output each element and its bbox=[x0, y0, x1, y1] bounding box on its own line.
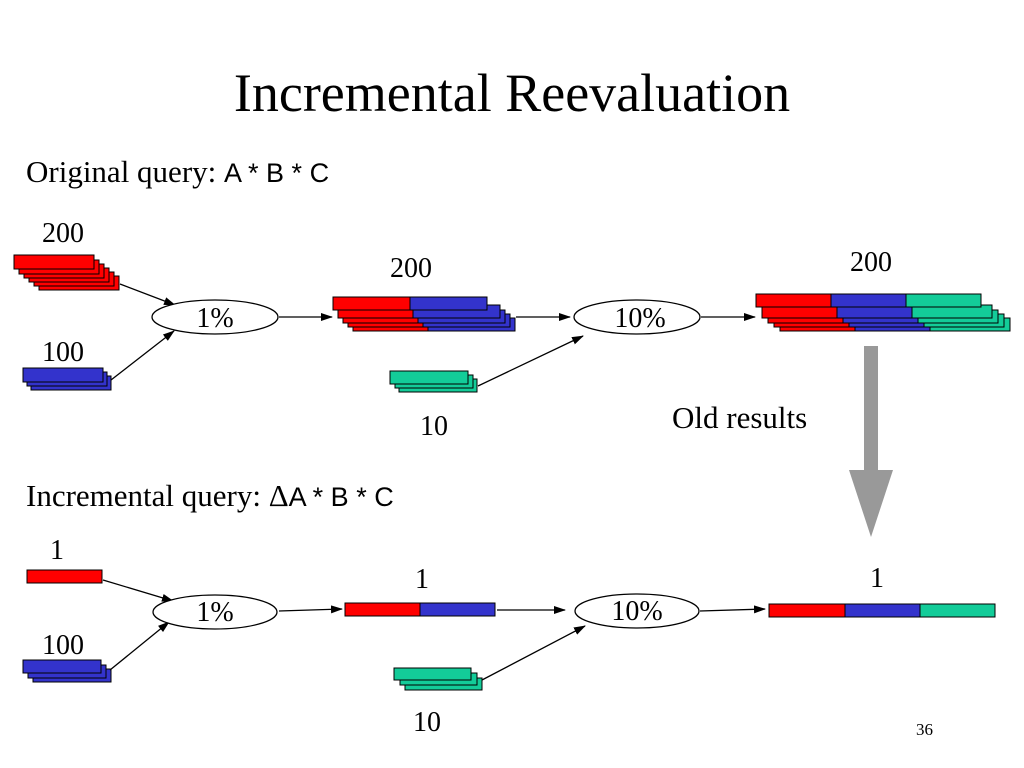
original-join2-selectivity: 10% bbox=[614, 303, 665, 334]
incremental-join2-node bbox=[574, 593, 700, 629]
original-b-count: 100 bbox=[42, 337, 84, 368]
incremental-relation-b bbox=[22, 659, 112, 683]
slide-title: Incremental Reevaluation bbox=[233, 63, 791, 123]
original-c-count: 10 bbox=[420, 411, 448, 442]
incremental-join2-result-count: 1 bbox=[870, 563, 884, 594]
delta-symbol: Δ bbox=[268, 478, 289, 513]
original-join1-result bbox=[332, 296, 516, 332]
arrow-b-to-join1 bbox=[110, 330, 175, 381]
original-relation-a bbox=[13, 254, 120, 291]
arrow-incremental-b-to-join1 bbox=[109, 621, 170, 671]
arrow-a-to-join1 bbox=[119, 283, 176, 306]
arrow-delta-a-to-join1 bbox=[102, 579, 174, 602]
slide-number: 36 bbox=[916, 720, 933, 739]
original-query-label: Original query: A * B * C bbox=[26, 154, 329, 190]
original-query-expr: A * B * C bbox=[224, 158, 330, 188]
original-join2-node bbox=[573, 299, 701, 335]
original-query-prefix: Original query: bbox=[26, 154, 225, 189]
old-results-label: Old results bbox=[672, 400, 807, 435]
old-results-arrow bbox=[849, 346, 893, 537]
incremental-join1-node bbox=[152, 594, 278, 630]
original-join1-node bbox=[151, 299, 279, 335]
arrow-incremental-join2-to-result2 bbox=[699, 605, 766, 614]
original-join2-result bbox=[755, 293, 1011, 332]
incremental-join2-selectivity: 10% bbox=[611, 596, 662, 627]
original-relation-b bbox=[22, 367, 112, 391]
arrow-c-to-join2 bbox=[477, 335, 584, 387]
incremental-join1-result-count: 1 bbox=[415, 564, 429, 595]
arrow-incremental-join1-to-result1 bbox=[278, 605, 343, 614]
original-join2-result-count: 200 bbox=[850, 247, 892, 278]
incremental-join2-result bbox=[768, 603, 996, 618]
incremental-b-count: 100 bbox=[42, 630, 84, 661]
incremental-join1-selectivity: 1% bbox=[196, 597, 233, 628]
incremental-relation-c bbox=[393, 667, 483, 691]
original-relation-c bbox=[389, 370, 478, 393]
incremental-query-expr: A * B * C bbox=[288, 482, 394, 512]
original-a-count: 200 bbox=[42, 218, 84, 249]
incremental-query-prefix: Incremental query: bbox=[26, 478, 269, 513]
original-join1-result-count: 200 bbox=[390, 253, 432, 284]
original-join1-selectivity: 1% bbox=[196, 303, 233, 334]
incremental-join1-result bbox=[344, 602, 496, 617]
arrow-incremental-c-to-join2 bbox=[481, 625, 586, 681]
incremental-relation-delta-a bbox=[26, 569, 103, 584]
incremental-c-count: 10 bbox=[413, 707, 441, 738]
incremental-query-label: Incremental query: ΔA * B * C bbox=[26, 478, 394, 514]
incremental-a-count: 1 bbox=[50, 535, 64, 566]
